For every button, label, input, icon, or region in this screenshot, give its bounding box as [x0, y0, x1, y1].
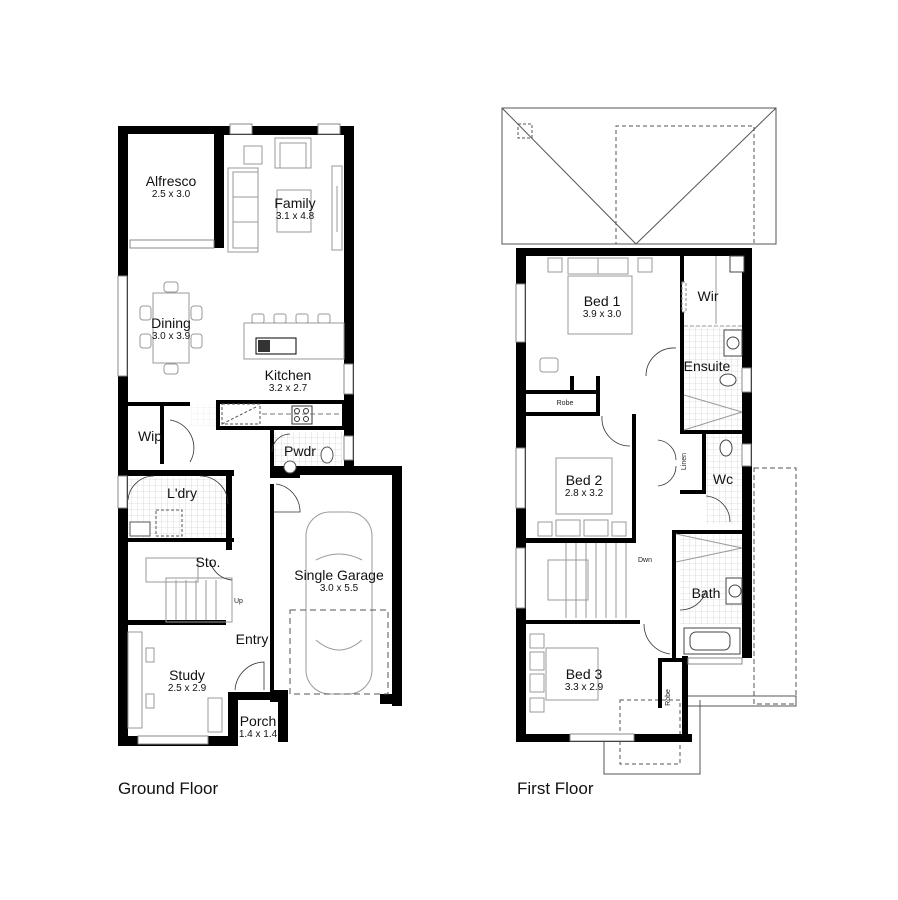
room-family: Family 3.1 x 4.8 — [262, 196, 328, 222]
room-dimensions: 3.3 x 2.9 — [564, 682, 604, 693]
room-porch: Porch 1.4 x 1.4 — [238, 714, 278, 740]
room-wir: Wir — [690, 289, 726, 303]
room-bed-1: Bed 1 3.9 x 3.0 — [570, 294, 634, 320]
room-name: Sto. — [195, 554, 221, 570]
room-study: Study 2.5 x 2.9 — [154, 668, 220, 694]
room-dimensions: 1.4 x 1.4 — [238, 729, 278, 740]
room-dimensions: 2.5 x 2.9 — [167, 683, 207, 694]
room-wip: Wip — [132, 429, 168, 443]
first-floor-plan — [501, 107, 797, 775]
room-name: Bed 3 — [565, 666, 603, 682]
room-dining: Dining 3.0 x 3.9 — [138, 316, 204, 342]
room-bath: Bath — [686, 586, 726, 600]
room-name: Dining — [151, 315, 191, 331]
robe-label-bed3: Robe — [664, 689, 672, 706]
robe-label-bed1: Robe — [556, 400, 574, 407]
room-name: Kitchen — [264, 367, 312, 383]
room-sto: Sto. — [193, 555, 223, 569]
room-name: Ensuite — [683, 358, 731, 374]
room-name: Entry — [235, 631, 269, 647]
room-dimensions: 3.0 x 3.9 — [151, 331, 191, 342]
room-alfresco: Alfresco 2.5 x 3.0 — [138, 174, 204, 200]
room-name: Family — [274, 195, 316, 211]
room-dimensions: 3.0 x 5.5 — [319, 583, 359, 594]
room-dimensions: 3.1 x 4.8 — [275, 211, 315, 222]
room-name: Porch — [239, 713, 277, 729]
room-name: Study — [169, 667, 205, 683]
stair-up-label: Up — [234, 598, 243, 605]
room-dimensions: 3.2 x 2.7 — [268, 383, 308, 394]
room-dimensions: 2.5 x 3.0 — [151, 189, 191, 200]
linen-label: Linen — [681, 452, 689, 471]
room-dimensions: 3.9 x 3.0 — [582, 309, 622, 320]
room-dimensions: 2.8 x 3.2 — [564, 488, 604, 499]
room-ldry: L'dry — [162, 486, 202, 500]
room-entry: Entry — [232, 632, 272, 646]
room-name: Bed 1 — [583, 293, 621, 309]
room-name: Wir — [697, 288, 719, 304]
ground-floor-plan — [117, 123, 402, 746]
room-kitchen: Kitchen 3.2 x 2.7 — [255, 368, 321, 394]
room-pwdr: Pwdr — [282, 444, 318, 458]
room-name: Bed 2 — [565, 472, 603, 488]
room-name: Wc — [712, 471, 734, 487]
room-name: Alfresco — [145, 173, 197, 189]
first-floor-title: First Floor — [517, 779, 594, 798]
room-name: Pwdr — [284, 443, 316, 459]
room-name: Wip — [137, 428, 163, 444]
room-name: L'dry — [167, 485, 197, 501]
stair-down-label: Dwn — [638, 557, 653, 564]
room-bed-2: Bed 2 2.8 x 3.2 — [552, 473, 616, 499]
room-name: Single Garage — [294, 567, 384, 583]
room-ensuite: Ensuite — [682, 359, 732, 373]
room-name: Bath — [691, 585, 721, 601]
room-wc: Wc — [708, 472, 738, 486]
room-single-garage: Single Garage 3.0 x 5.5 — [286, 568, 392, 594]
room-bed-3: Bed 3 3.3 x 2.9 — [552, 667, 616, 693]
ground-floor-title: Ground Floor — [118, 779, 219, 798]
